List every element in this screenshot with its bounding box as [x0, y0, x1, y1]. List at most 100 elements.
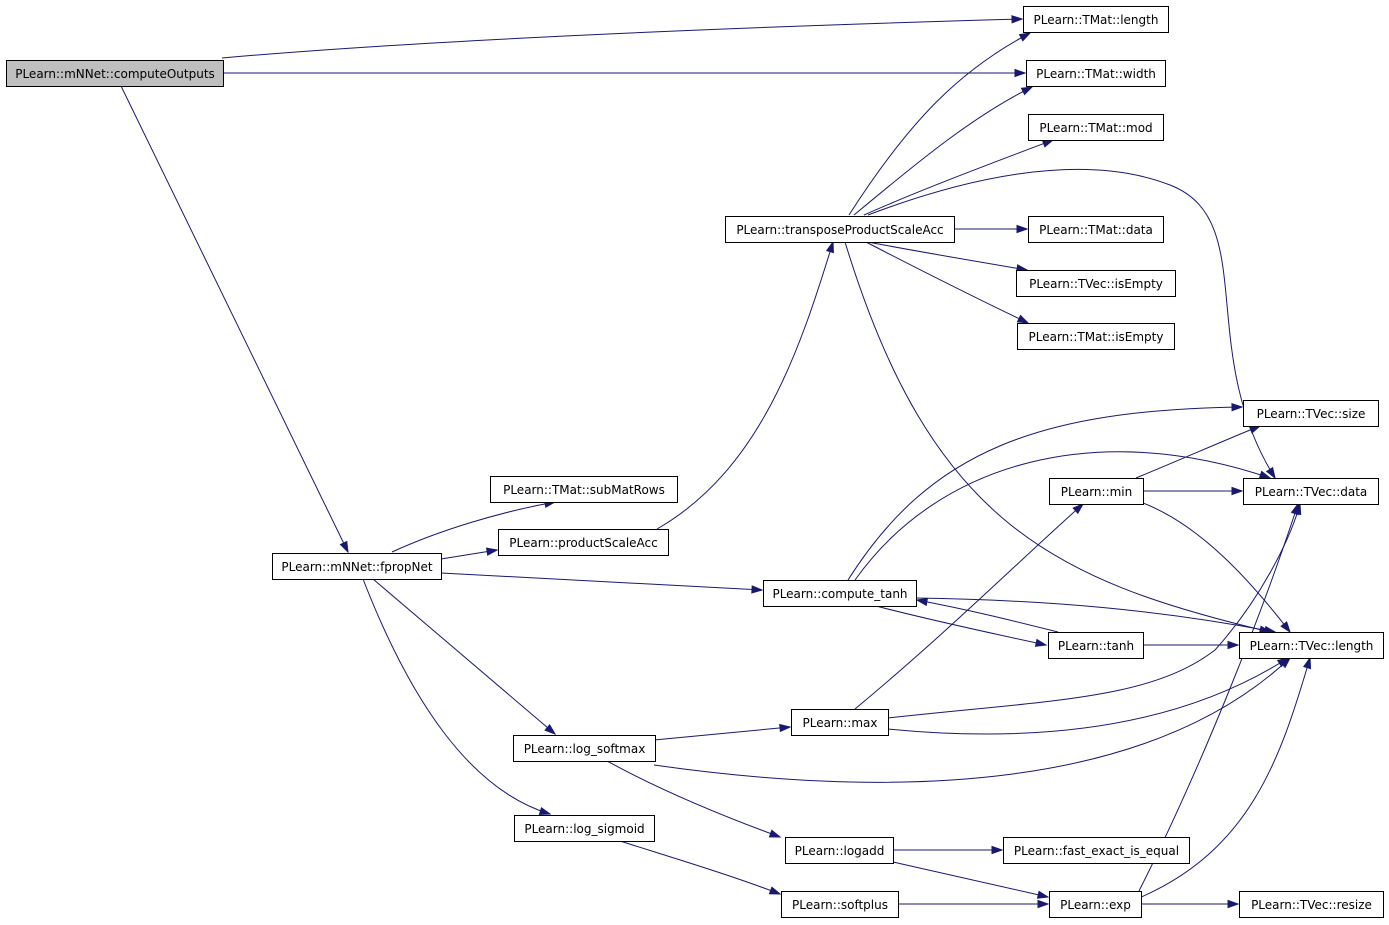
node-tvec-data[interactable]: PLearn::TVec::data [1243, 478, 1379, 505]
node-label: PLearn::fast_exact_is_equal [1014, 844, 1179, 858]
node-tvec-resize[interactable]: PLearn::TVec::resize [1239, 891, 1384, 918]
edge-log_softmax-to-max [653, 723, 792, 741]
node-label: PLearn::TMat::data [1039, 223, 1153, 237]
arrowhead [1227, 899, 1240, 909]
node-label: PLearn::exp [1060, 898, 1131, 912]
node-box [1049, 891, 1142, 918]
edge-transposeProductScaleAcc-to-TVec_data [867, 168, 1276, 480]
node-compute-tanh[interactable]: PLearn::compute_tanh [763, 580, 917, 607]
node-label: PLearn::TMat::isEmpty [1029, 330, 1164, 344]
arrowhead [1016, 224, 1029, 234]
arrowhead [544, 723, 557, 735]
arrowhead [1279, 656, 1292, 669]
edge-logadd-to-fast_exact_is_equal [893, 845, 1004, 855]
node-label: PLearn::logadd [795, 844, 885, 858]
arrowhead [1303, 656, 1312, 670]
node-tanh[interactable]: PLearn::tanh [1048, 632, 1144, 659]
node-tvec-size[interactable]: PLearn::TVec::size [1243, 400, 1379, 427]
edge-productScaleAcc-to-transposeProductScaleAcc [656, 240, 834, 530]
node-box [1016, 270, 1176, 297]
node-box [791, 709, 889, 736]
node-log-softmax[interactable]: PLearn::log_softmax [513, 735, 656, 762]
node-tmat-mod[interactable]: PLearn::TMat::mod [1028, 114, 1164, 141]
node-label: PLearn::max [802, 716, 877, 730]
edge-min-to-TVec_data [1143, 486, 1244, 496]
node-fpropnet[interactable]: PLearn::mNNet::fpropNet [272, 553, 442, 580]
edge-tanh-to-TVec_length [1143, 640, 1240, 650]
edge-exp-to-TVec_resize [1141, 899, 1240, 909]
node-tmat-submatrows[interactable]: PLearn::TMat::subMatRows [490, 476, 678, 503]
node-box [272, 553, 442, 580]
edge-softplus-to-exp [898, 899, 1050, 909]
edge-tanh-to-compute_tanh [915, 597, 1059, 633]
edge-min-to-TVec_size [1135, 425, 1262, 479]
node-tvec-length[interactable]: PLearn::TVec::length [1239, 632, 1384, 659]
node-softplus[interactable]: PLearn::softplus [781, 891, 899, 918]
node-min[interactable]: PLearn::min [1049, 478, 1144, 505]
arrowhead [768, 886, 782, 895]
node-label: PLearn::softplus [792, 898, 888, 912]
node-tmat-data[interactable]: PLearn::TMat::data [1028, 216, 1164, 243]
node-label: PLearn::TVec::isEmpty [1029, 277, 1163, 291]
arrowhead [1036, 890, 1050, 899]
edge-compute_tanh-to-TVec_data [854, 451, 1272, 581]
node-tmat-width[interactable]: PLearn::TMat::width [1026, 60, 1166, 87]
node-tvec-isempty[interactable]: PLearn::TVec::isEmpty [1016, 270, 1176, 297]
edge-logadd-to-exp [892, 861, 1050, 899]
node-tmat-length[interactable]: PLearn::TMat::length [1023, 6, 1169, 33]
node-label: PLearn::min [1061, 485, 1133, 499]
node-label: PLearn::log_softmax [524, 742, 646, 756]
node-box [785, 837, 894, 864]
node-label: PLearn::TVec::data [1255, 485, 1368, 499]
node-computeoutputs[interactable]: PLearn::mNNet::computeOutputs [6, 60, 224, 87]
node-label: PLearn::TMat::width [1036, 67, 1156, 81]
node-box [490, 476, 678, 503]
edge-transposeProductScaleAcc-to-TMat_mod [863, 139, 1055, 216]
node-transposeproductscaleacc[interactable]: PLearn::transposeProductScaleAcc [725, 216, 955, 243]
edge-log_softmax-to-TVec_length [653, 656, 1292, 783]
node-box [763, 580, 917, 607]
arrowhead [915, 597, 929, 607]
node-box [6, 60, 224, 87]
arrowhead [1227, 640, 1240, 650]
node-box [1028, 216, 1164, 243]
arrowhead [1018, 32, 1032, 42]
node-box [1239, 891, 1384, 918]
node-max[interactable]: PLearn::max [791, 709, 889, 736]
edge-compute_tanh-to-TVec_size [847, 402, 1244, 581]
node-log-sigmoid[interactable]: PLearn::log_sigmoid [514, 815, 655, 842]
node-tmat-isempty[interactable]: PLearn::TMat::isEmpty [1017, 323, 1175, 350]
edge-max-to-TVec_data [887, 502, 1302, 719]
node-box [1048, 632, 1144, 659]
edge-transposeProductScaleAcc-to-TMat_data [954, 224, 1029, 234]
node-label: PLearn::TMat::subMatRows [503, 483, 665, 497]
node-box [725, 216, 955, 243]
node-box [1239, 632, 1384, 659]
arrowhead [1248, 425, 1262, 434]
arrowhead [825, 240, 834, 254]
node-exp[interactable]: PLearn::exp [1049, 891, 1142, 918]
arrowhead [779, 723, 792, 733]
node-fast-exact-is-equal[interactable]: PLearn::fast_exact_is_equal [1003, 837, 1190, 864]
arrowhead [1016, 314, 1030, 324]
edge-fpropNet-to-productScaleAcc [440, 547, 499, 560]
edge-exp-to-TVec_length [1138, 656, 1312, 899]
node-label: PLearn::productScaleAcc [509, 536, 658, 550]
node-logadd[interactable]: PLearn::logadd [785, 837, 894, 864]
edge-log_sigmoid-to-softplus [619, 840, 782, 895]
edge-fpropNet-to-log_softmax [372, 578, 557, 735]
edge-transposeProductScaleAcc-to-TVec_isEmpty [867, 241, 1029, 273]
node-label: PLearn::TVec::size [1257, 407, 1366, 421]
edge-computeOutputs-to-TMat_width [223, 68, 1027, 78]
arrowhead [1034, 638, 1048, 647]
node-label: PLearn::log_sigmoid [524, 822, 644, 836]
edge-fpropNet-to-log_sigmoid [362, 578, 552, 816]
edge-transposeProductScaleAcc-to-TMat_width [853, 86, 1034, 216]
node-label: PLearn::TVec::length [1250, 639, 1374, 653]
node-productscaleacc[interactable]: PLearn::productScaleAcc [498, 529, 669, 556]
edge-compute_tanh-to-tanh [875, 605, 1048, 647]
arrowhead [751, 585, 764, 594]
node-box [1028, 114, 1164, 141]
edge-log_softmax-to-logadd [606, 760, 782, 838]
